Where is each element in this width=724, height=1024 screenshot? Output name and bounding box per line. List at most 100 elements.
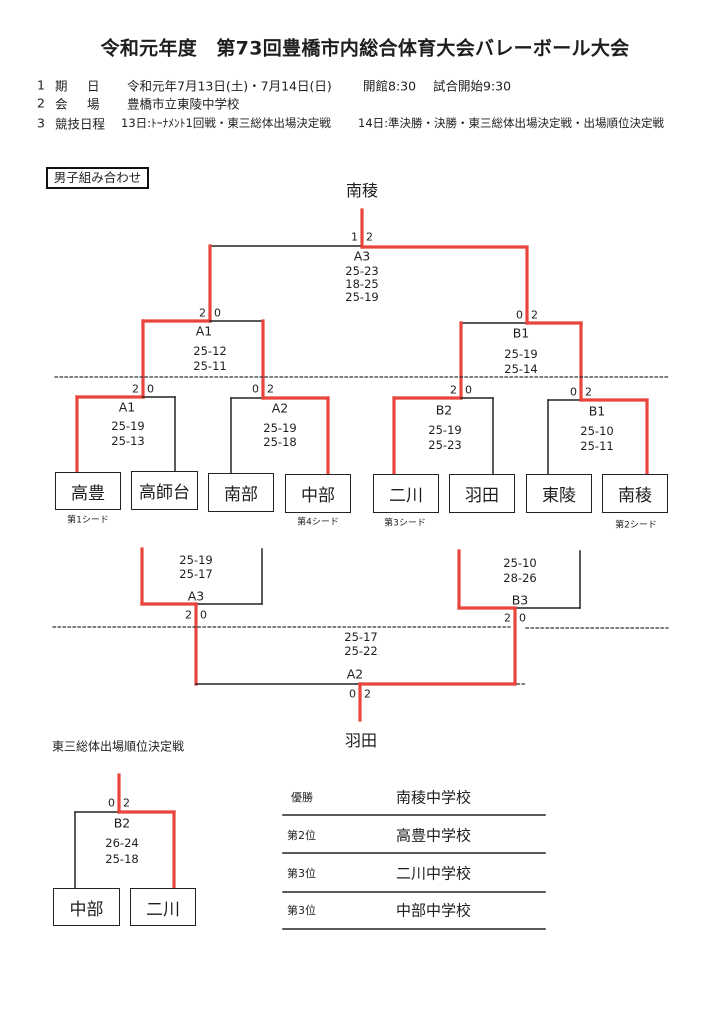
score-right: 0 (147, 382, 154, 396)
standings-rank: 第2位 (287, 829, 316, 842)
r1-b2-set-2: 25-23 (428, 438, 462, 452)
seed-label: 第4シード (297, 517, 339, 528)
r1-a2-set-2: 25-18 (263, 435, 297, 449)
r1-b1-code: B1 (588, 403, 606, 419)
r1-a1-set-1: 25-19 (111, 419, 145, 433)
info-schedule-day2: 14日:準決勝・決勝・東三総体出場決定戦・出場順位決定戦 (358, 116, 665, 130)
placement-set-2: 25-18 (105, 852, 139, 866)
r1-a2-score: 0 2 (252, 383, 274, 396)
team-box: 二川 (373, 474, 439, 513)
semi-left-score: 2 0 (199, 307, 221, 320)
score-right: 0 (519, 611, 526, 625)
info-doors-open: 開館8:30 (363, 78, 417, 94)
score-left: 0 (349, 687, 356, 701)
section-label: 男子組み合わせ (46, 167, 149, 189)
score-left: 0 (516, 308, 523, 322)
final-code: A3 (353, 248, 371, 264)
cons-b3-score: 2 0 (504, 612, 526, 625)
semi-left-set-1: 25-12 (193, 344, 227, 358)
semi-left-code: A1 (195, 323, 213, 339)
standings-school: 南稜中学校 (396, 788, 472, 807)
cons-final-set-1: 25-17 (344, 630, 378, 644)
r1-b1-set-1: 25-10 (580, 424, 614, 438)
placement-score: 0 2 (108, 797, 130, 810)
team-box: 南部 (208, 473, 274, 512)
cons-a3-set-2: 25-17 (179, 567, 213, 581)
semi-left-set-2: 25-11 (193, 359, 227, 373)
score-right: 2 (123, 796, 130, 810)
info-num-2: 2 (37, 95, 45, 111)
placement-title: 東三総体出場順位決定戦 (52, 739, 185, 754)
score-right: 2 (364, 687, 371, 701)
score-right: 2 (585, 385, 592, 399)
seed-label: 第3シード (384, 518, 426, 529)
cons-final-code: A2 (346, 666, 364, 682)
placement-set-1: 26-24 (105, 836, 139, 850)
r1-b1-score: 0 2 (570, 386, 592, 399)
info-label-date-a: 期 (55, 78, 68, 94)
standings-rank: 優勝 (291, 791, 313, 804)
team-box: 高師台 (131, 471, 198, 510)
score-right: 2 (267, 382, 274, 396)
cons-b3-set-1: 25-10 (503, 556, 537, 570)
score-left: 2 (504, 611, 511, 625)
score-right: 0 (214, 306, 221, 320)
standings-school: 中部中学校 (396, 901, 472, 920)
info-date-value: 令和元年7月13日(土)・7月14日(日) (127, 78, 332, 94)
standings-school: 二川中学校 (396, 864, 472, 883)
team-box: 二川 (130, 888, 196, 926)
team-box: 高豊 (55, 472, 121, 510)
score-left: 2 (199, 306, 206, 320)
score-left: 1 (351, 230, 358, 244)
score-left: 2 (132, 382, 139, 396)
seed-label: 第2シード (615, 520, 657, 531)
r1-a1-score: 2 0 (132, 383, 154, 396)
r1-b2-code: B2 (435, 402, 453, 418)
cons-a3-code: A3 (187, 588, 205, 604)
r1-b2-set-1: 25-19 (428, 423, 462, 437)
team-box: 中部 (53, 888, 120, 926)
team-box: 東陵 (526, 474, 592, 513)
score-right: 2 (366, 230, 373, 244)
cons-a3-score: 2 0 (185, 609, 207, 622)
final-set-3: 25-19 (345, 290, 379, 304)
score-left: 0 (108, 796, 115, 810)
r1-b1-set-2: 25-11 (580, 439, 614, 453)
cons-final-set-2: 25-22 (344, 644, 378, 658)
info-schedule-day1: 13日:ﾄｰﾅﾒﾝﾄ1回戦・東三総体出場決定戦 (121, 116, 331, 130)
consolation-winner: 羽田 (344, 731, 378, 750)
team-box: 中部 (285, 474, 351, 513)
info-label-schedule: 競技日程 (55, 116, 106, 132)
score-left: 2 (450, 383, 457, 397)
info-match-start: 試合開始9:30 (433, 78, 512, 94)
placement-code: B2 (113, 815, 131, 831)
score-right: 2 (531, 308, 538, 322)
standings-rank: 第3位 (287, 867, 316, 880)
cons-final-score: 0 2 (349, 688, 371, 701)
score-left: 2 (185, 608, 192, 622)
score-right: 0 (465, 383, 472, 397)
r1-a1-code: A1 (118, 399, 136, 415)
score-left: 0 (252, 382, 259, 396)
team-box: 南稜 (602, 474, 668, 513)
score-right: 0 (200, 608, 207, 622)
info-venue-value: 豊橋市立東陵中学校 (127, 96, 240, 112)
info-num-3: 3 (37, 115, 45, 131)
semi-right-set-1: 25-19 (504, 347, 538, 361)
info-label-venue-b: 場 (87, 96, 100, 112)
semi-right-score: 0 2 (516, 309, 538, 322)
info-label-date-b: 日 (87, 78, 100, 94)
standings-rank: 第3位 (287, 904, 316, 917)
r1-a2-code: A2 (271, 400, 289, 416)
cons-b3-code: B3 (511, 592, 529, 608)
seed-label: 第1シード (67, 515, 109, 526)
r1-b2-score: 2 0 (450, 384, 472, 397)
champion-name: 南稜 (345, 181, 379, 200)
team-box: 羽田 (449, 474, 515, 513)
semi-right-set-2: 25-14 (504, 362, 538, 376)
info-label-venue-a: 会 (55, 96, 68, 112)
semi-right-code: B1 (512, 325, 530, 341)
r1-a2-set-1: 25-19 (263, 421, 297, 435)
final-score: 1 2 (351, 231, 373, 244)
